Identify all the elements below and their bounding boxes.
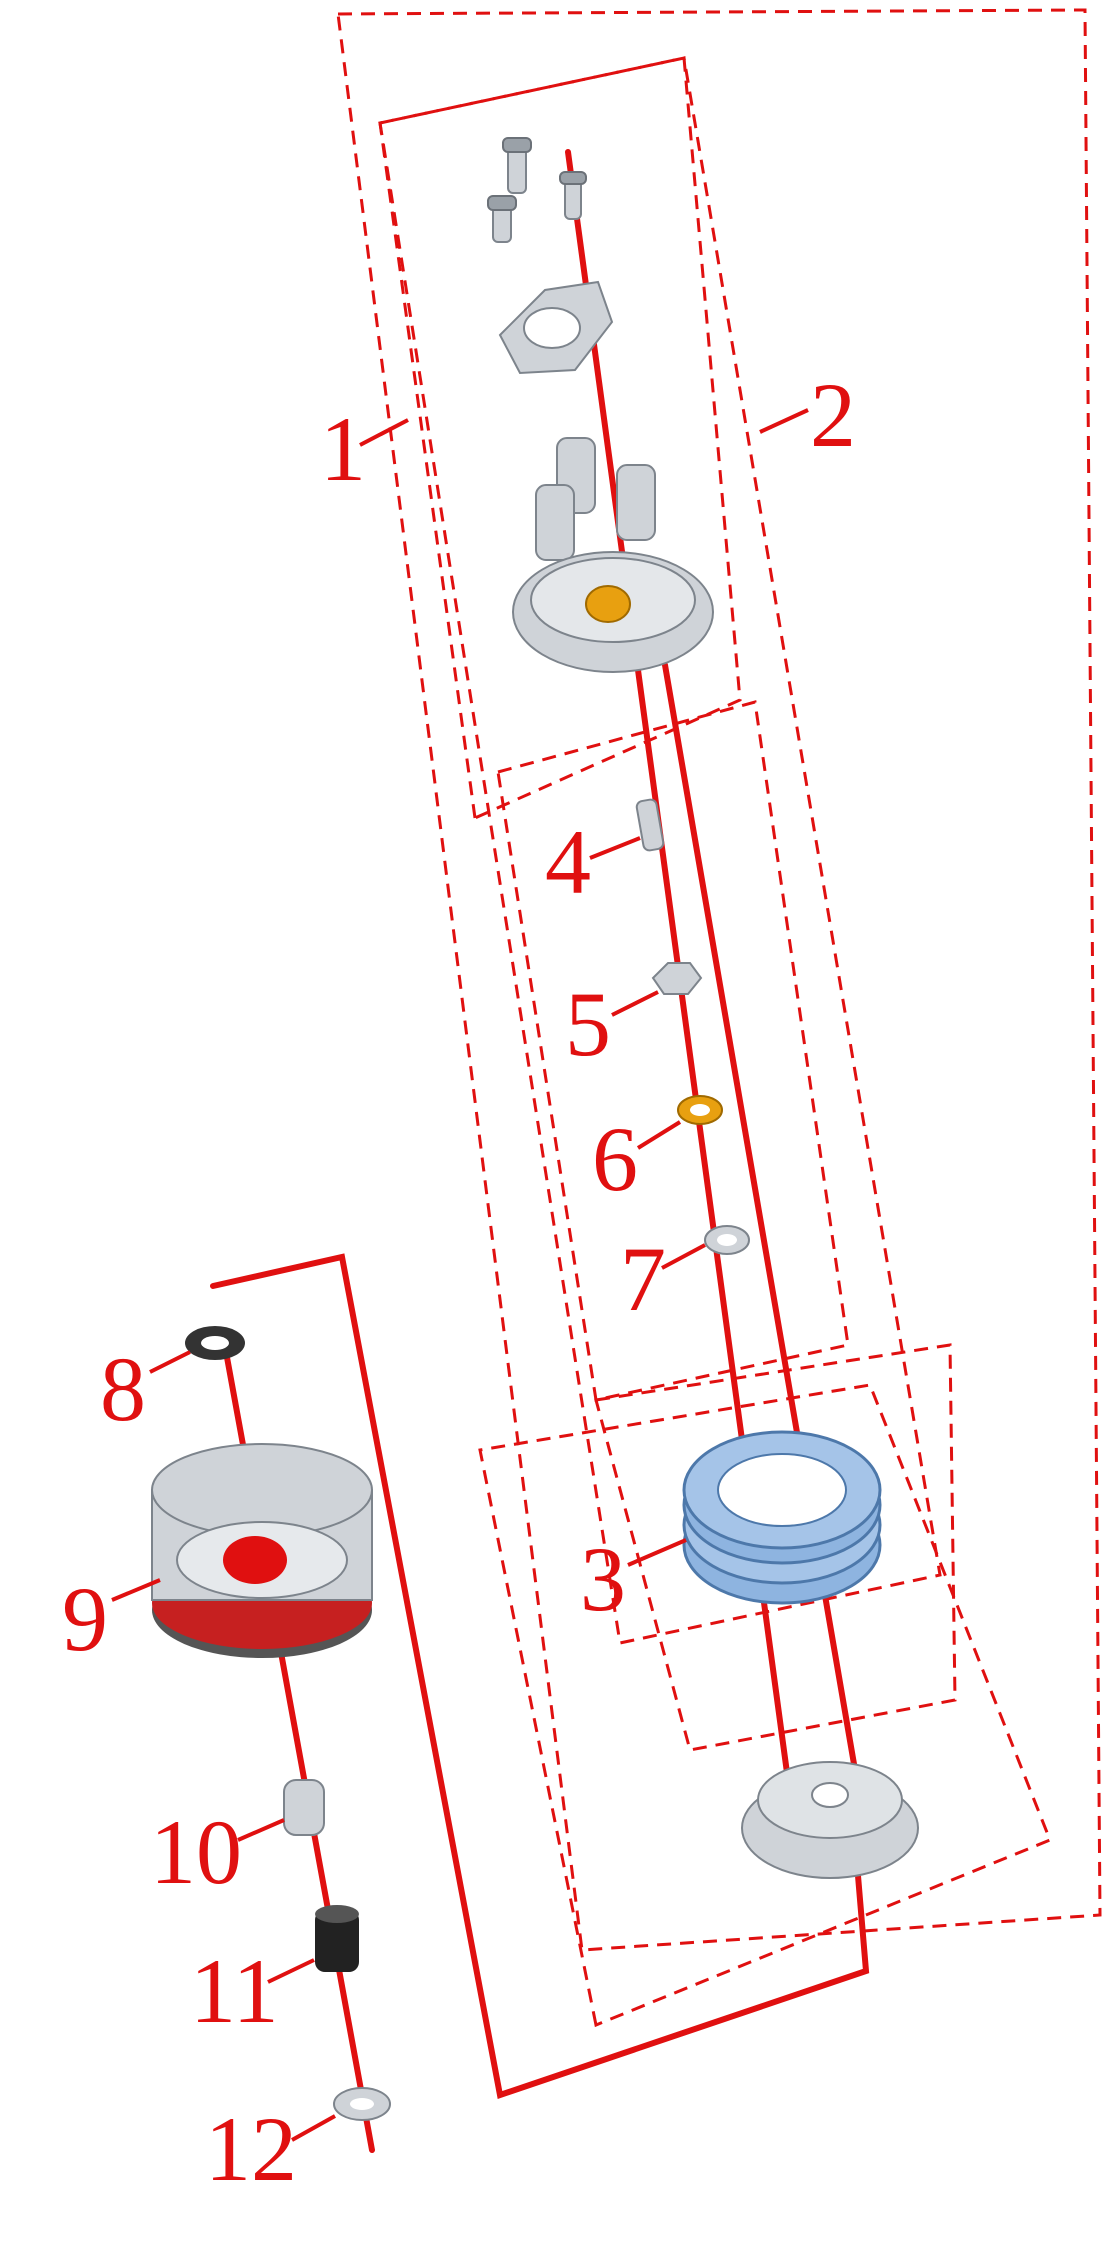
axis-line-left-loop: [210, 1253, 870, 2099]
nut-part: [651, 962, 703, 995]
callout-2: 2: [810, 364, 856, 466]
leader-6: [636, 1120, 682, 1150]
callout-9: 9: [62, 1568, 108, 1670]
leader-11: [267, 1958, 315, 1984]
group-box-3: [594, 1343, 957, 1752]
bushing-part: [315, 1905, 359, 1972]
callout-10: 10: [150, 1801, 242, 1903]
callout-5: 5: [565, 973, 611, 1075]
clutch-basket-part: [151, 1443, 373, 1658]
axis-line-right: [662, 662, 868, 1831]
callout-8: 8: [100, 1338, 146, 1440]
callout-4: 4: [545, 811, 591, 913]
leader-10: [237, 1818, 285, 1842]
clutch-springs-part: [535, 437, 656, 561]
friction-disc-stack-part: [682, 1430, 882, 1605]
leader-5: [611, 990, 659, 1017]
leader-7: [661, 1243, 706, 1270]
leader-12: [291, 2114, 336, 2142]
callout-3: 3: [580, 1528, 626, 1630]
leader-3: [627, 1538, 687, 1567]
group-box-1: [378, 56, 742, 821]
pressure-plate-part: [512, 551, 714, 673]
rubber-washer-part: [185, 1326, 245, 1360]
leader-2: [759, 408, 809, 434]
callout-1: 1: [320, 398, 366, 500]
bearing-plate-part: [498, 280, 614, 375]
clutch-hub-part: [741, 1761, 919, 1879]
screw-part: [635, 798, 665, 852]
washer-part-7: [704, 1225, 750, 1255]
callout-6: 6: [592, 1108, 638, 1210]
bolt-part: [487, 137, 587, 243]
leader-8: [149, 1350, 191, 1374]
group-box-inner-a: [496, 700, 850, 1402]
leader-4: [589, 836, 641, 860]
group-box-inner-b: [478, 1383, 1052, 2028]
washer-part-12: [333, 2087, 391, 2121]
group-box-outer: [336, 8, 1102, 1952]
brass-washer-part: [677, 1095, 723, 1125]
leader-1: [359, 418, 409, 447]
callout-12: 12: [205, 2098, 297, 2200]
callout-11: 11: [190, 1940, 279, 2042]
callout-7: 7: [620, 1228, 666, 1330]
leader-9: [111, 1578, 161, 1602]
needle-bearing-part: [283, 1779, 325, 1836]
